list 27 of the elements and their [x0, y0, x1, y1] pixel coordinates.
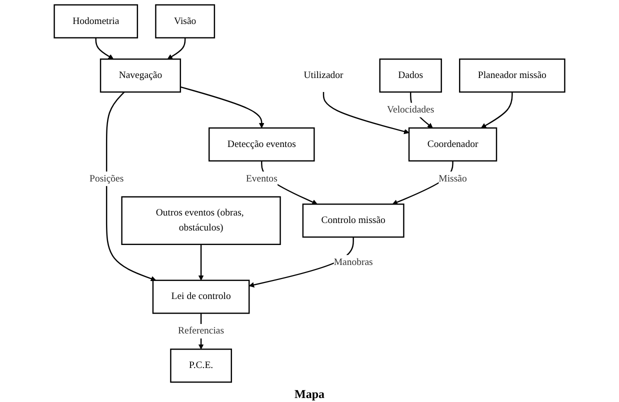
edge-label: Manobras: [334, 256, 373, 268]
node-box: Detecção eventos: [208, 127, 315, 162]
node-box: Controlo missão: [302, 204, 404, 238]
arrow: [480, 92, 513, 128]
edge-label: Referencias: [178, 326, 224, 336]
edge-label: Missão: [438, 173, 467, 184]
arrow: [180, 86, 264, 128]
node-box: Lei de controlo: [152, 280, 250, 314]
node-box: Coordenador: [408, 127, 498, 162]
edge-label: Velocidades: [387, 104, 434, 115]
edge-label: Eventos: [246, 173, 278, 184]
edge-label: Posições: [90, 173, 124, 184]
node-box: Navegação: [100, 58, 182, 93]
arrow: [198, 244, 204, 281]
node-box: P.C.E.: [170, 348, 232, 383]
arrow: [167, 38, 186, 60]
node-text: Utilizador: [304, 70, 344, 80]
arrow: [106, 92, 156, 282]
arrow: [322, 92, 410, 134]
node-box: Planeador missão: [459, 58, 566, 93]
arrow: [248, 237, 354, 288]
node-box: Dados: [379, 58, 442, 93]
node-box: Visão: [155, 4, 216, 38]
note-label: Mapa: [294, 387, 324, 401]
arrow: [95, 38, 114, 60]
node-box: Outros eventos (obras, obstáculos): [121, 196, 281, 245]
node-box: Hodometria: [54, 4, 138, 38]
